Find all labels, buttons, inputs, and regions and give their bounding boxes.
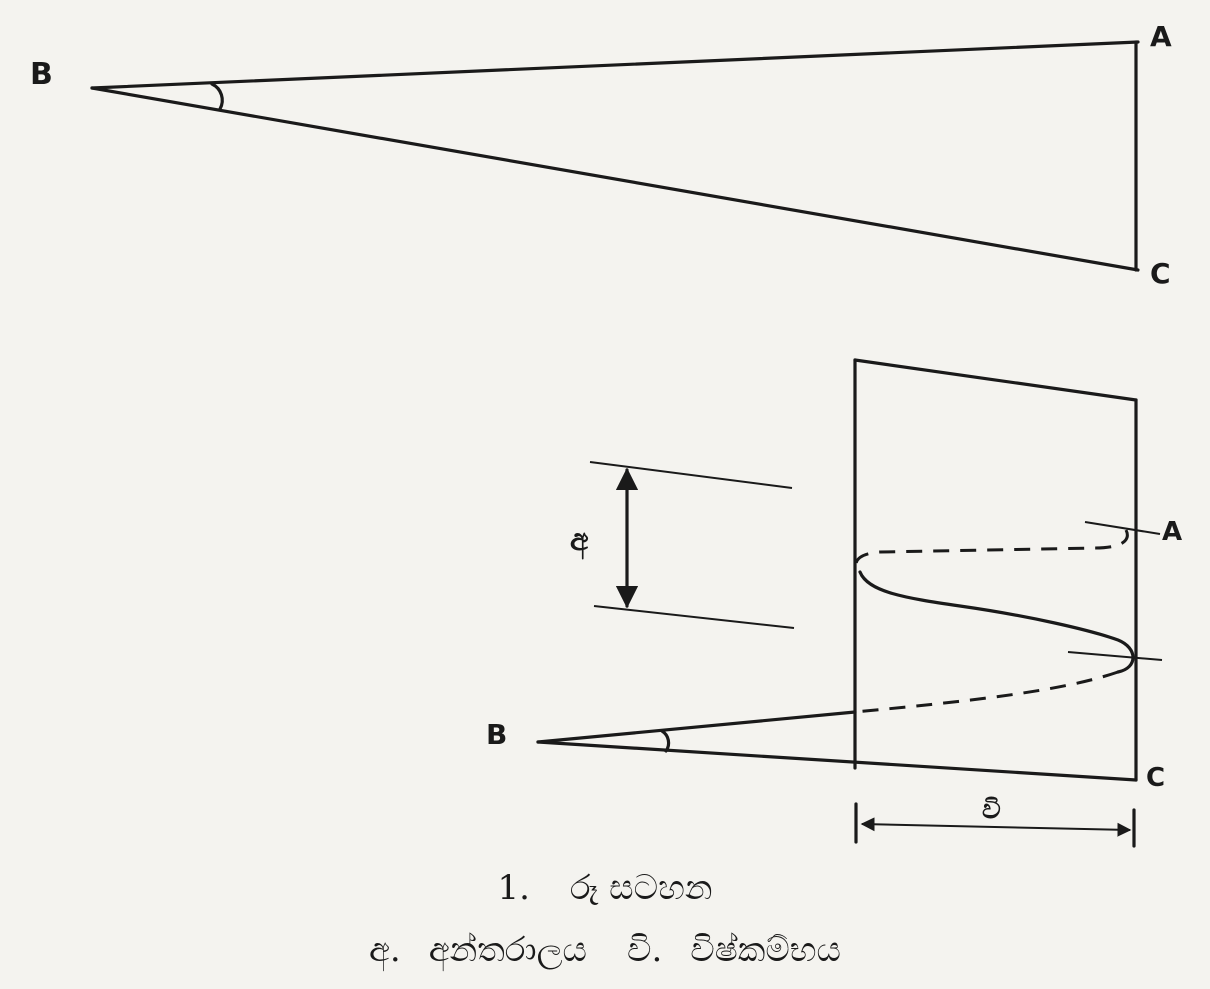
- bottom-label-b: B: [486, 718, 507, 751]
- diameter-label: වි: [982, 795, 1001, 825]
- bottom-triangle: [536, 710, 1138, 782]
- bottom-line-lower: [536, 740, 1138, 782]
- key-diameter-symbol: වි.: [627, 930, 663, 970]
- top-label-b: B: [30, 57, 53, 92]
- top-label-c: C: [1150, 257, 1171, 290]
- figure-title: රූ සටහන: [569, 868, 713, 908]
- top-angle-arc: [210, 82, 224, 111]
- interval-guide-bottom: [593, 605, 795, 629]
- bottom-label-c: C: [1146, 763, 1165, 793]
- figure-number: 1.: [497, 868, 530, 908]
- wave-solid-section: [858, 570, 1135, 674]
- bottom-label-a: A: [1162, 517, 1182, 547]
- key-interval-symbol: අ.: [368, 930, 401, 970]
- tick-line-a: [1084, 521, 1161, 535]
- diameter-indicator: [854, 802, 1136, 848]
- top-line-ba: [90, 40, 1140, 90]
- interval-indicator: [589, 461, 795, 629]
- interval-label: අ: [570, 523, 589, 560]
- top-label-a: A: [1150, 20, 1172, 53]
- bottom-angle-arc: [660, 729, 671, 753]
- bottom-line-upper: [536, 710, 857, 744]
- key-diameter-text: විෂ්කම්භය: [690, 930, 842, 970]
- interval-guide-top: [589, 461, 793, 489]
- figure-caption: 1. රූ සටහන: [0, 868, 1210, 908]
- key-interval-text: අන්තරාලය: [428, 930, 588, 970]
- wave-trace: [854, 521, 1163, 714]
- tick-line-mid: [1067, 651, 1163, 661]
- top-triangle: [90, 40, 1140, 272]
- figure-key: අ. අන්තරාලය වි. විෂ්කම්භය: [0, 930, 1210, 970]
- wave-dashed-bottom: [854, 670, 1119, 714]
- film-top-edge: [853, 358, 1138, 402]
- diameter-arrow: [860, 817, 1132, 837]
- film-rectangle: [853, 358, 1138, 782]
- top-line-bc: [90, 86, 1140, 272]
- wave-dashed-top: [854, 529, 1129, 574]
